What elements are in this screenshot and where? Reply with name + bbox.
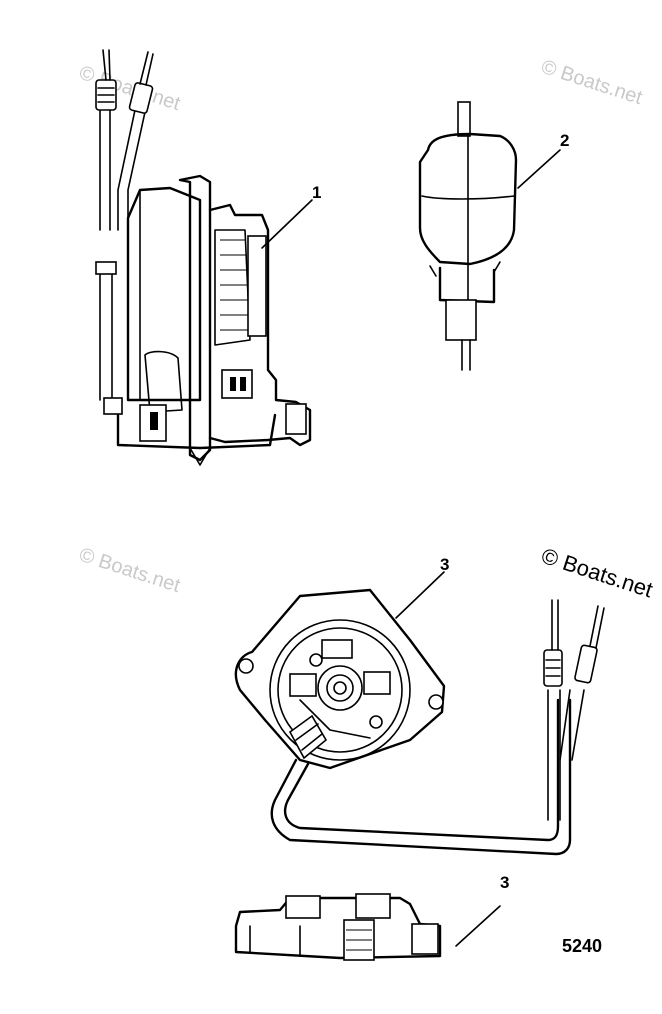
callout-1-leader bbox=[261, 199, 313, 249]
callout-1: 1 bbox=[312, 183, 321, 202]
watermark-mid-right: © Boats.net bbox=[538, 543, 655, 602]
callout-3-top-leader bbox=[395, 571, 445, 619]
callout-3-bottom-leader bbox=[455, 905, 501, 947]
watermark-top-right: © Boats.net bbox=[538, 56, 645, 109]
figure-number: 5240 bbox=[562, 936, 602, 956]
brush-plate-drawing bbox=[234, 571, 605, 856]
brush-plate-side-view-drawing bbox=[234, 893, 501, 961]
motor-assembly-drawing bbox=[95, 49, 313, 466]
callout-3-top: 3 bbox=[440, 555, 449, 574]
filter-drawing bbox=[418, 101, 561, 371]
watermark-mid-left: © Boats.net bbox=[76, 544, 183, 597]
callout-2: 2 bbox=[560, 131, 569, 150]
callout-2-leader bbox=[517, 149, 561, 189]
callout-3-bottom: 3 bbox=[500, 873, 509, 892]
